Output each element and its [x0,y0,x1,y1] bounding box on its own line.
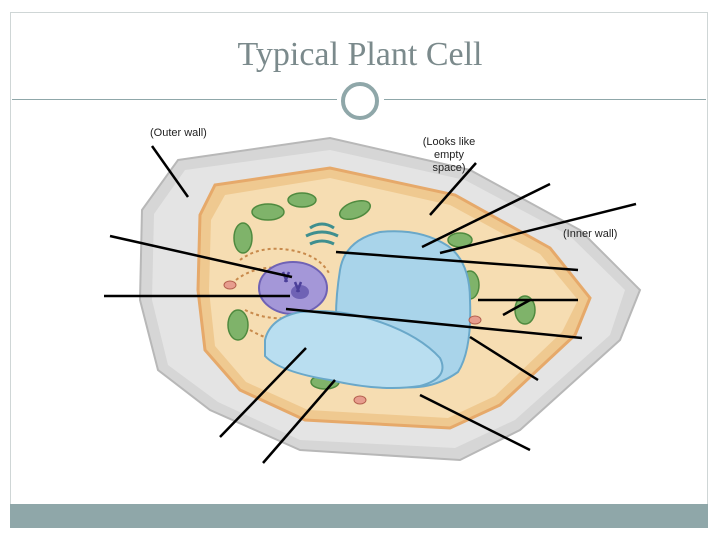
golgi-apparatus [305,222,339,246]
label-looks-like-empty-space: (Looks like empty space) [422,136,476,174]
leader-line-right-lower [469,335,539,382]
leader-line-left-upper [109,234,293,279]
title-divider-right [384,99,706,100]
leader-line-inner-wall [439,202,637,255]
leader-line-right-mid-short [502,298,531,317]
vacuole-lower-lobe [264,310,444,389]
slide-title: Typical Plant Cell [237,36,483,73]
leader-line-bottom-left [219,347,307,438]
nucleolus [291,285,309,299]
leader-line-vacuole-top [335,250,579,272]
leader-lines [104,145,637,464]
leader-line-vacuole-mid [285,307,583,340]
mitochondria [223,280,482,405]
label-inner-wall: (Inner wall) [563,228,618,240]
leader-line-empty-space [429,162,477,216]
leader-line-outer-wall [150,145,190,198]
title-divider-left [12,99,337,100]
label-outer-wall: (Outer wall) [150,127,207,139]
divider-ring-ornament [341,82,379,120]
leader-line-bottom-mid [262,379,336,464]
footer-accent-bar [10,504,708,528]
leader-line-bottom-right [419,393,531,452]
leader-line-upper-right [421,182,551,249]
